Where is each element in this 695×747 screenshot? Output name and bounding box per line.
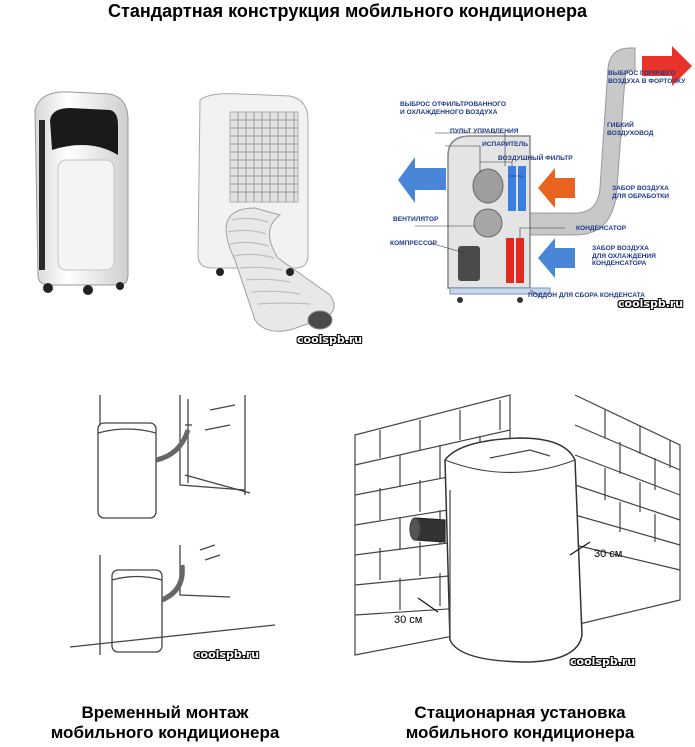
- watermark: coolspb.ru: [297, 333, 363, 346]
- fan-lower: [473, 208, 503, 238]
- temporary-install-illustration: [69, 395, 276, 655]
- hot-air-arrow: [642, 46, 692, 86]
- exhaust-hose: [225, 207, 335, 332]
- product-photo-back: [197, 93, 335, 332]
- label-compressor: КОМПРЕССОР: [390, 240, 438, 247]
- watermark: coolspb.ru: [194, 648, 260, 661]
- page-title: Стандартная конструкция мобильного конди…: [108, 1, 587, 21]
- intake-condenser-arrow: [538, 238, 575, 278]
- stationary-unit: [444, 437, 583, 663]
- rear-grille: [229, 111, 299, 203]
- watermark: coolspb.ru: [618, 297, 684, 310]
- fan-upper: [472, 168, 504, 204]
- label-fan: ВЕНТИЛЯТОР: [393, 216, 439, 223]
- compressor-block: [458, 246, 480, 281]
- label-air-filter: ВОЗДУШНЫЙ ФИЛЬТР: [498, 155, 573, 162]
- product-photo-front: [34, 91, 129, 295]
- watermark: coolspb.ru: [570, 655, 636, 668]
- evaporator-block: [508, 166, 516, 211]
- exhaust-hose: [409, 517, 446, 543]
- distance-label-right: 30 см: [594, 548, 623, 560]
- label-evaporator: ИСПАРИТЕЛЬ: [482, 141, 528, 148]
- distance-label-left: 30 см: [394, 614, 423, 626]
- intake-processing-arrow: [538, 168, 575, 208]
- label-control-panel: ПУЛЬТ УПРАВЛЕНИЯ: [450, 128, 519, 135]
- condenser-block: [506, 238, 514, 283]
- stationary-install-illustration: [354, 394, 681, 663]
- cool-air-out-arrow: [398, 157, 446, 203]
- cutaway-diagram: [398, 46, 692, 303]
- label-condenser: КОНДЕНСАТОР: [576, 225, 627, 232]
- flexible-duct: [529, 47, 636, 236]
- label-condensate-tray: ПОДДОН ДЛЯ СБОРА КОНДЕНСАТА: [528, 292, 646, 299]
